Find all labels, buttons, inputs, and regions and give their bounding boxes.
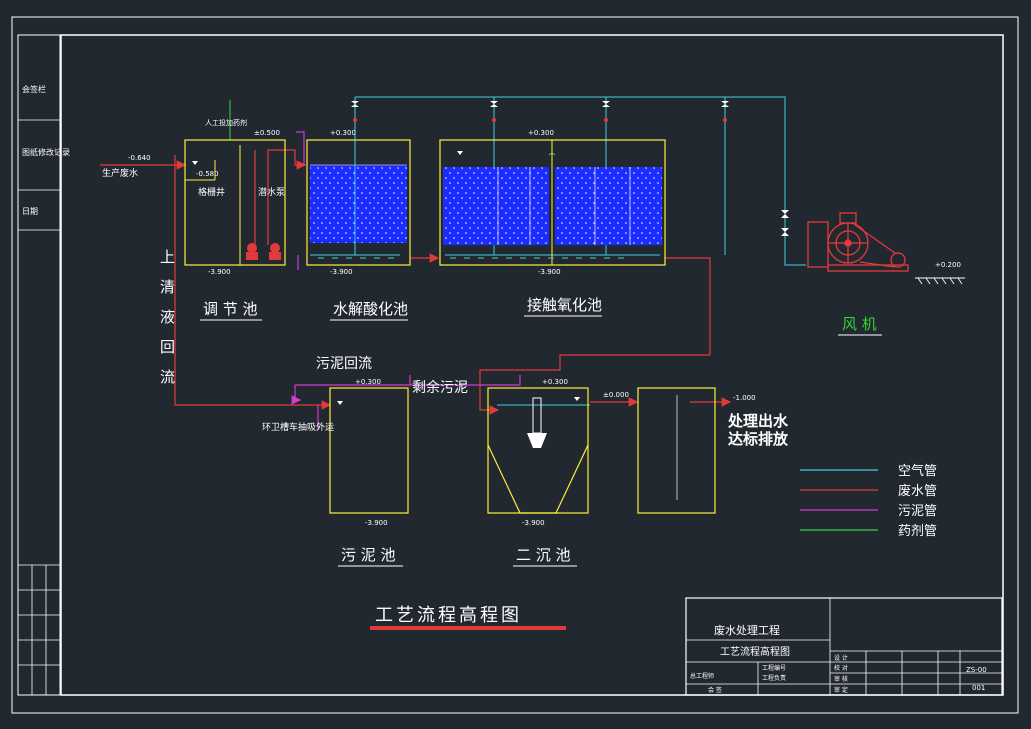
left-strip-grid bbox=[18, 119, 60, 695]
tb-sig-a: 设 计 bbox=[834, 654, 848, 662]
inner-frame bbox=[60, 34, 1004, 696]
legend: 空气管 废水管 污泥管 药剂管 bbox=[800, 463, 937, 539]
outer-frame bbox=[11, 16, 1019, 714]
air-valves bbox=[351, 101, 789, 236]
tb-row-a: 工程编号 bbox=[762, 664, 786, 672]
sludge-return-label: 污泥回流 bbox=[316, 356, 372, 372]
valve-icon bbox=[602, 101, 610, 107]
grille-well-label: 格栅井 bbox=[198, 186, 225, 198]
elev-fan-base: +0.200 bbox=[935, 261, 961, 269]
unit-fengji: 风 机 bbox=[842, 315, 877, 333]
left-strip-label-2: 图纸修改记录 bbox=[22, 147, 70, 157]
tiaojie-tank bbox=[184, 139, 286, 266]
tb-sig-c: 审 核 bbox=[834, 675, 848, 683]
unit-tiaojie: 调 节 池 bbox=[203, 300, 258, 318]
return-char-4: 回 bbox=[160, 338, 175, 356]
return-char-1: 上 bbox=[160, 248, 175, 266]
erchen-tank bbox=[487, 387, 589, 514]
elevation-labels: -0.640 -0.580 ±0.500 -3.900 +0.300 -3.90… bbox=[128, 129, 961, 527]
left-strip-label-3: 日期 bbox=[22, 207, 38, 216]
unit-jiechu: 接触氧化池 bbox=[527, 296, 602, 314]
return-char-5: 流 bbox=[160, 368, 175, 386]
legend-sludge-label: 污泥管 bbox=[898, 504, 937, 519]
valve-icon bbox=[351, 101, 359, 107]
sludge-pipes bbox=[291, 131, 521, 430]
blower-icon bbox=[807, 212, 909, 272]
valve-icon bbox=[781, 210, 789, 218]
tb-row-b: 工程负责 bbox=[762, 674, 786, 682]
sludge-out-label: 环卫槽车抽吸外运 bbox=[262, 421, 334, 433]
elev-grille: -0.580 bbox=[196, 170, 219, 178]
outlet-tank bbox=[637, 387, 716, 514]
elev-jiechu-bottom: -3.900 bbox=[538, 268, 561, 276]
unit-erchen: 二 沉 池 bbox=[516, 546, 571, 564]
unit-names: 调 节 池 水解酸化池 接触氧化池 污 泥 池 二 沉 池 风 机 bbox=[200, 296, 882, 567]
discharge-line1: 处理出水 bbox=[727, 412, 789, 430]
valve-icon bbox=[781, 228, 789, 236]
elev-wuni-bottom: -3.900 bbox=[365, 519, 388, 527]
legend-air-label: 空气管 bbox=[898, 463, 937, 479]
sheet-no: ZS-00 bbox=[966, 666, 987, 674]
elev-tiaojie-bottom: -3.900 bbox=[208, 268, 231, 276]
tb-bottom-note: 会 签 bbox=[708, 686, 722, 694]
jiechu-tank bbox=[439, 139, 666, 266]
elev-erchen-bottom: -3.900 bbox=[522, 519, 545, 527]
elev-wuni-top: +0.300 bbox=[355, 378, 381, 386]
discharge-line2: 达标排放 bbox=[728, 430, 789, 448]
elev-erchen-top: +0.300 bbox=[542, 378, 568, 386]
legend-chemical-label: 药剂管 bbox=[898, 524, 937, 539]
project-name: 废水处理工程 bbox=[714, 623, 780, 637]
title-block bbox=[685, 597, 1003, 696]
tb-row-c: 总工程师 bbox=[690, 672, 714, 680]
elev-outlet: ±0.000 bbox=[603, 391, 629, 399]
main-title: 工艺流程高程图 bbox=[375, 605, 522, 626]
legend-wastewater-label: 废水管 bbox=[898, 483, 937, 499]
ground-line bbox=[915, 277, 965, 285]
elev-tiaojie-top: ±0.500 bbox=[254, 129, 280, 137]
tb-sig-d: 审 定 bbox=[834, 686, 848, 694]
excess-sludge-label: 剩余污泥 bbox=[412, 379, 468, 396]
sheet-title: 工艺流程高程图 bbox=[720, 645, 790, 658]
title-block-text: 废水处理工程 工艺流程高程图 总工程师 工程编号 工程负责 会 签 设 计 校 … bbox=[690, 623, 987, 694]
elev-shuijie-bottom: -3.900 bbox=[330, 268, 353, 276]
left-strip bbox=[17, 34, 61, 696]
elev-raw-in: -0.640 bbox=[128, 154, 151, 162]
return-char-2: 清 bbox=[160, 278, 175, 296]
tb-sig-b: 校 对 bbox=[834, 664, 848, 672]
annotations: 生产废水 格栅井 人工投加药剂 潜水泵 上 清 液 回 流 污泥回流 剩余污泥 … bbox=[102, 118, 789, 448]
return-char-3: 液 bbox=[160, 308, 175, 326]
unit-wuni: 污 泥 池 bbox=[341, 546, 396, 564]
raw-wastewater-label: 生产废水 bbox=[102, 167, 138, 179]
unit-shuijie: 水解酸化池 bbox=[333, 300, 408, 318]
wuni-tank bbox=[329, 387, 409, 514]
wastewater-pipes bbox=[100, 149, 732, 415]
pump-icon bbox=[246, 243, 281, 260]
left-strip-label-1: 会签栏 bbox=[22, 84, 46, 94]
shuijie-tank bbox=[306, 139, 411, 266]
dosing-note: 人工投加药剂 bbox=[205, 118, 247, 127]
elev-shuijie-top: +0.300 bbox=[330, 129, 356, 137]
valve-icon bbox=[490, 101, 498, 107]
submersible-pump-label: 潜水泵 bbox=[258, 186, 285, 198]
page-no: 001 bbox=[972, 684, 985, 692]
elev-discharge: -1.000 bbox=[733, 394, 756, 402]
valve-icon bbox=[721, 101, 729, 107]
chemical-pipes bbox=[229, 100, 556, 156]
air-pipes bbox=[310, 96, 806, 406]
elev-jiechu-top: +0.300 bbox=[528, 129, 554, 137]
